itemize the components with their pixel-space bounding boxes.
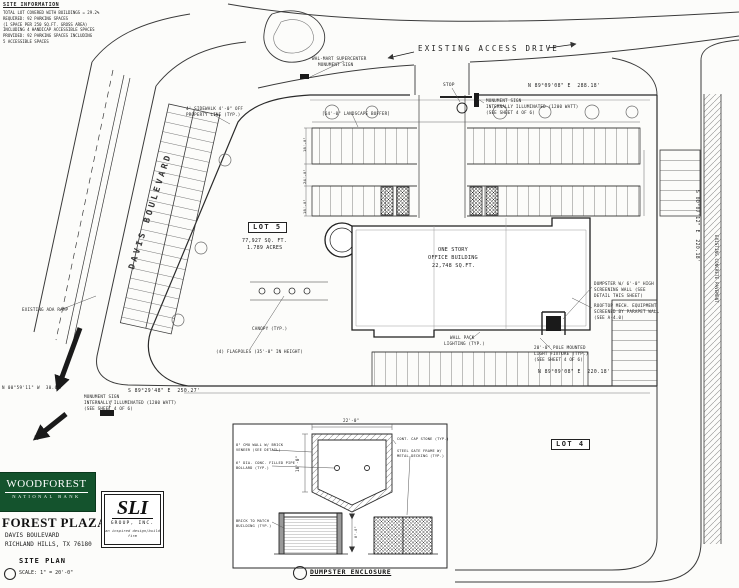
site-info-line: REQUIRED: 92 PARKING SPACES	[3, 15, 69, 21]
trees-group	[171, 104, 639, 327]
bank-subtitle: NATIONAL BANK	[12, 494, 81, 499]
sli-logo: SLI GROUP, INC. an inspired design/build…	[101, 491, 164, 548]
bank-name: WOODFOREST	[6, 478, 87, 490]
woodforest-logo: WOODFOREST NATIONAL BANK	[0, 472, 96, 512]
site-info-line: TOTAL LOT COVERED WITH BUILDINGS = 29.2%	[3, 10, 100, 15]
building-outline	[324, 217, 591, 338]
project-name: FOREST PLAZA	[2, 515, 108, 530]
dimension-lines-group	[304, 121, 645, 217]
site-info-line: 5 ACCESSIBLE SPACES	[3, 38, 49, 44]
site-info-title: SITE INFORMATION	[3, 2, 60, 8]
stop-sign-group	[440, 96, 472, 114]
sli-tagline: an inspired design/build firm	[105, 528, 160, 538]
flagpoles-group	[250, 281, 328, 301]
monument-sign-top-icon	[474, 93, 479, 107]
logo-divider	[5, 492, 88, 493]
roads-group	[33, 3, 739, 583]
angled-parking-group	[119, 103, 221, 335]
leader-lines-group	[59, 60, 593, 411]
project-address-city: RICHLAND HILLS, TX 76180	[5, 541, 92, 548]
parking-group	[310, 95, 701, 387]
site-info-line: (1 SPACE PER 250 SQ.FT. GROSS AREA)	[3, 21, 88, 27]
scale-note: SCALE: 1" = 20'-0"	[19, 570, 74, 576]
site-info-block: SITE INFORMATION TOTAL LOT COVERED WITH …	[3, 2, 178, 45]
site-info-line: PROVIDED: 92 PARKING SPACES INCLUDING	[3, 33, 93, 39]
sli-group: GROUP, INC.	[110, 521, 155, 526]
dumpster-detail-group	[3, 423, 448, 581]
site-info-lines: TOTAL LOT COVERED WITH BUILDINGS = 29.2%…	[3, 10, 178, 45]
sli-name: SLI	[111, 498, 154, 519]
walmart-sign-icon	[300, 74, 309, 79]
dumpster-detail-title: DUMPSTER ENCLOSURE	[310, 568, 392, 576]
traffic-arrows-group	[32, 41, 577, 441]
project-address-street: DAVIS BOULEVARD	[5, 532, 60, 539]
dumpster-plan-group	[541, 311, 566, 335]
sheet-title: SITE PLAN	[19, 557, 66, 565]
monument-sign-bottom-icon	[100, 410, 114, 416]
site-info-line: INCLUDING 4 HANDICAP ACCESSIBLE SPACES	[3, 27, 95, 33]
